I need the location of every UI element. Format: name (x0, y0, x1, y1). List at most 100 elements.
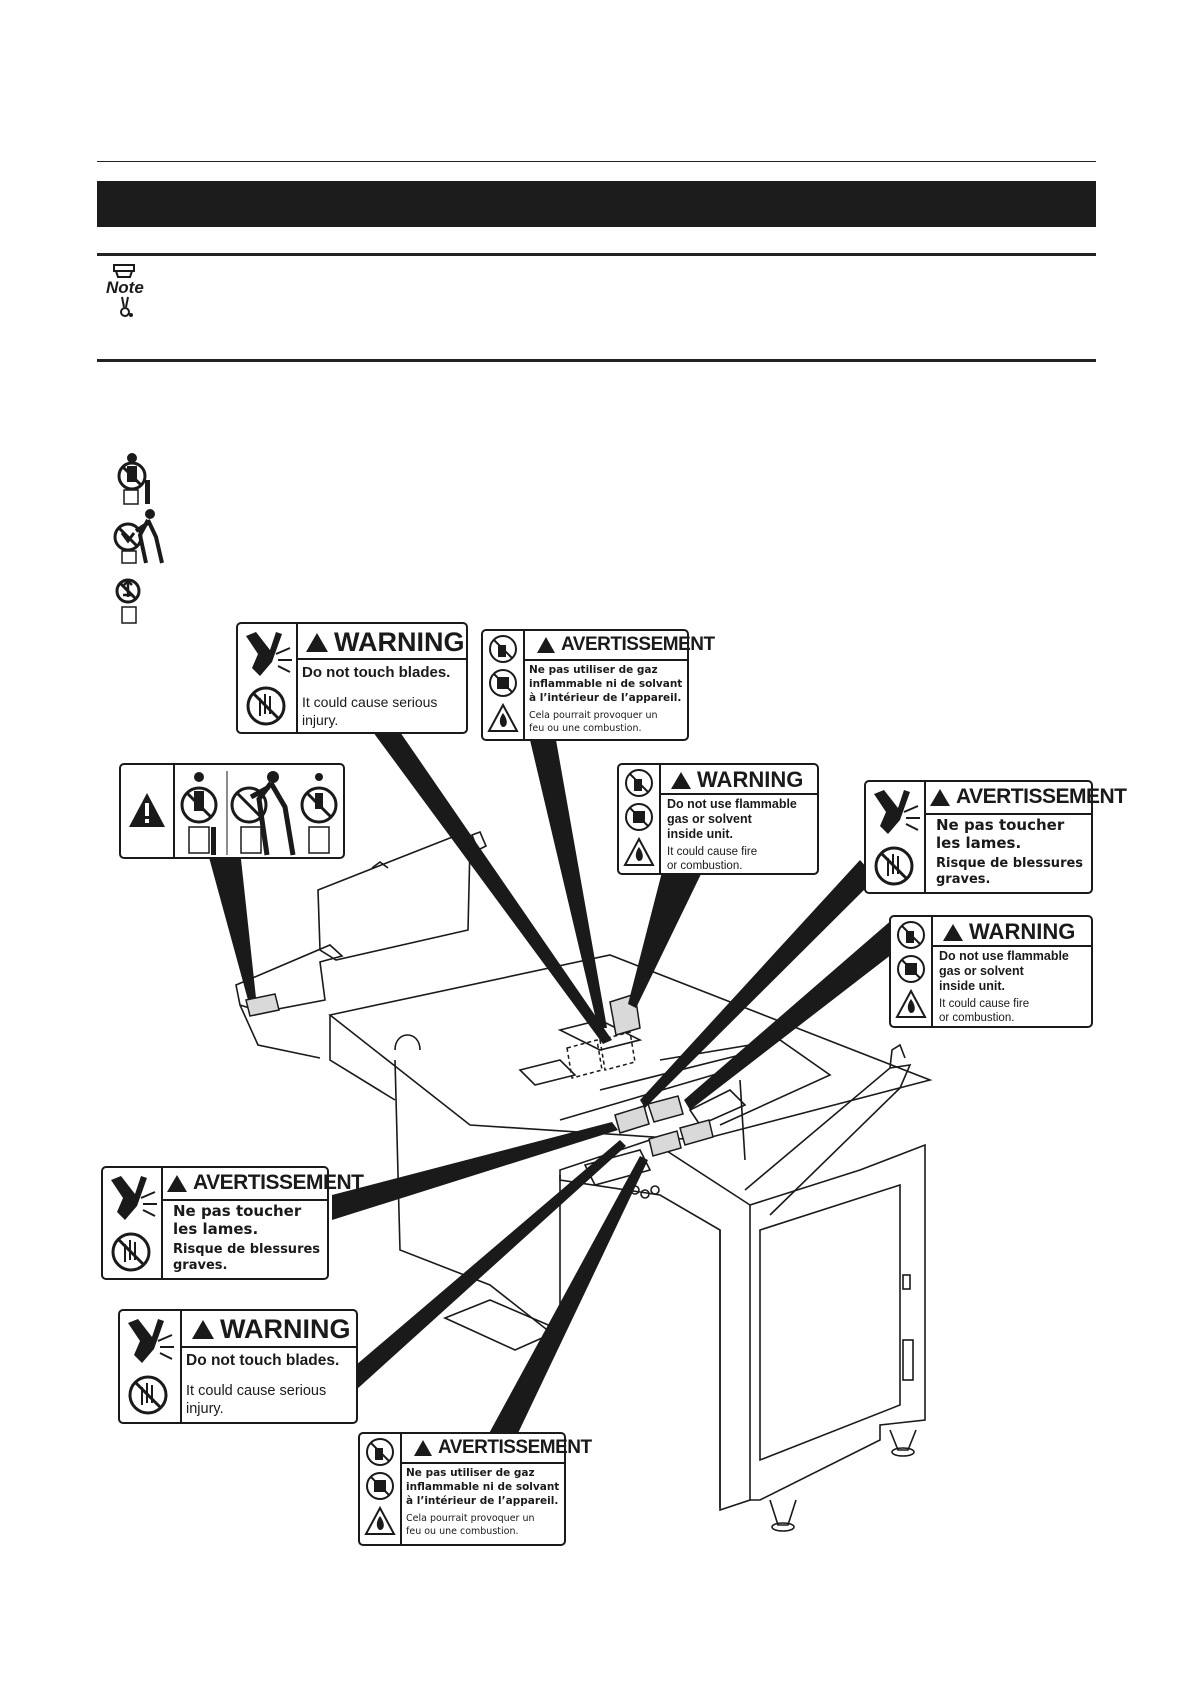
warning-triangle-icon (192, 1320, 214, 1339)
blade-icons-panel (238, 624, 298, 732)
fire-hazard-icon (487, 702, 519, 732)
warning-title: Do not touch blades. (186, 1352, 340, 1369)
warning-line-1: It could cause serious (302, 694, 438, 710)
warning-line-2: gas or solvent (939, 964, 1024, 978)
warning-line-2: injury. (186, 1401, 224, 1417)
warning-heading: WARNING (334, 627, 465, 657)
avert-line-5: feu ou une combustion. (529, 723, 642, 734)
note-label: Note (106, 278, 144, 297)
avert-line-2: les lames. (936, 834, 1022, 852)
avert-line-4: Cela pourrait provoquer un (406, 1513, 535, 1524)
warning-triangle-icon (930, 788, 950, 806)
no-spray-icon (625, 769, 653, 797)
avert-line-1: Ne pas utiliser de gaz (406, 1467, 535, 1479)
warning-heading: WARNING (220, 1314, 351, 1344)
flammable-icons-panel (483, 631, 525, 739)
no-solvent-icon (489, 669, 517, 697)
flammable-icons-panel (619, 765, 661, 873)
no-sit-lean-hang-icons (180, 771, 338, 856)
avert-line-3: Risque de blessures (936, 856, 1084, 871)
avert-line-2: les lames. (173, 1220, 259, 1238)
warning-line-3: inside unit. (939, 979, 1005, 993)
warning-line-2: injury. (302, 712, 339, 728)
avert-line-4: Cela pourrait provoquer un (529, 710, 658, 721)
note-bottom-rule (97, 359, 1096, 362)
warning-triangle-icon (167, 1174, 187, 1192)
avert-line-2: inflammable ni de solvant (406, 1481, 560, 1493)
avertissement-lames-label-left: AVERTISSEMENT Ne pas toucher les lames. … (101, 1166, 364, 1280)
avert-line-3: à l’intérieur de l’appareil. (529, 692, 682, 704)
warning-line-5: or combustion. (939, 1012, 1015, 1024)
top-rule (97, 161, 1096, 162)
warning-line-5: or combustion. (667, 860, 743, 872)
note-icon: Note (104, 263, 152, 319)
general-warning-panel (121, 765, 175, 857)
warning-flammable-label-middle: WARNING Do not use flammable gas or solv… (617, 763, 819, 875)
blade-icons-panel (120, 1311, 182, 1422)
avertissement-heading: AVERTISSEMENT (956, 785, 1127, 808)
no-solvent-icon (366, 1472, 394, 1500)
flammable-icons-panel (891, 917, 933, 1026)
hand-blade-icon (246, 632, 292, 726)
no-spray-icon (489, 635, 517, 663)
avert-line-1: Ne pas toucher (173, 1202, 302, 1220)
avertissement-gaz-label-bottom: AVERTISSEMENT Ne pas utiliser de gaz inf… (358, 1432, 592, 1546)
no-sitting-pictogram (112, 452, 162, 506)
safety-pictogram-label (119, 763, 345, 859)
no-spray-icon (366, 1438, 394, 1466)
fire-hazard-icon (364, 1505, 396, 1535)
warning-line-1: It could cause serious (186, 1383, 327, 1399)
warning-line-1: Do not use flammable (667, 797, 797, 811)
avertissement-heading: AVERTISSEMENT (438, 1437, 592, 1458)
no-solvent-icon (625, 803, 653, 831)
avertissement-heading: AVERTISSEMENT (193, 1171, 364, 1194)
warning-triangle-icon (306, 633, 328, 652)
no-touch-icon (128, 1375, 168, 1415)
avertissement-heading: AVERTISSEMENT (561, 634, 715, 655)
hand-blade-icon (874, 790, 910, 834)
warning-triangle-icon (943, 923, 963, 941)
section-banner (97, 181, 1096, 227)
hand-blade-icon (111, 1176, 147, 1220)
avertissement-lames-label-right: AVERTISSEMENT Ne pas toucher les lames. … (864, 780, 1127, 894)
warning-title: Do not touch blades. (302, 664, 451, 681)
no-touch-icon (111, 1232, 151, 1272)
warning-heading: WARNING (969, 919, 1076, 944)
avert-line-3: Risque de blessures (173, 1242, 321, 1257)
fire-hazard-icon (895, 988, 927, 1018)
warning-blades-label-bottom: WARNING Do not touch blades. It could ca… (118, 1309, 358, 1424)
no-leaning-pictogram (112, 509, 172, 564)
avert-line-1: Ne pas toucher (936, 816, 1065, 834)
avert-line-4: graves. (936, 872, 991, 887)
warning-triangle-icon (537, 637, 555, 653)
avert-line-5: feu ou une combustion. (406, 1526, 519, 1537)
fire-hazard-icon (623, 836, 655, 866)
warning-flammable-label-right: WARNING Do not use flammable gas or solv… (889, 915, 1093, 1028)
warning-line-4: It could cause fire (939, 998, 1030, 1010)
note-top-rule (97, 253, 1096, 256)
warning-line-4: It could cause fire (667, 846, 758, 858)
warning-triangle-icon (414, 1440, 432, 1456)
warning-line-2: gas or solvent (667, 812, 752, 826)
warning-blades-label-top: WARNING Do not touch blades. It could ca… (236, 622, 468, 734)
blade-icons-panel (103, 1168, 163, 1278)
avertissement-gaz-label-top: AVERTISSEMENT Ne pas utiliser de gaz inf… (481, 629, 715, 741)
no-touch-icon (874, 846, 914, 886)
warning-triangle-icon (129, 793, 165, 827)
no-touch-icon (246, 686, 286, 726)
avert-line-4: graves. (173, 1258, 228, 1273)
no-hanging-pictogram (112, 577, 162, 631)
avert-line-3: à l’intérieur de l’appareil. (406, 1495, 559, 1507)
warning-line-1: Do not use flammable (939, 949, 1069, 963)
avert-line-1: Ne pas utiliser de gaz (529, 664, 658, 676)
no-spray-icon (897, 921, 925, 949)
flammable-icons-panel (360, 1434, 402, 1544)
avert-line-2: inflammable ni de solvant (529, 678, 683, 690)
warning-triangle-icon (671, 771, 691, 789)
no-solvent-icon (897, 955, 925, 983)
hand-blade-icon (128, 1319, 164, 1363)
warning-heading: WARNING (697, 767, 804, 792)
warning-line-3: inside unit. (667, 827, 733, 841)
blade-icons-panel (866, 782, 926, 892)
